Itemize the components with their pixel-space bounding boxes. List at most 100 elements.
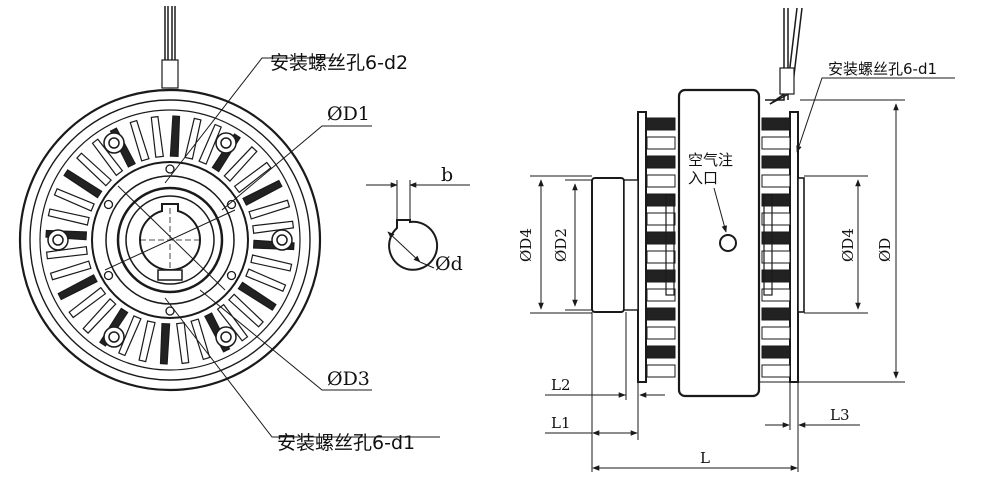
label-L1: L1 xyxy=(551,414,571,432)
hub-hole xyxy=(226,199,237,210)
label-air-inlet-1: 空气注 xyxy=(688,151,733,169)
side-fin xyxy=(761,364,791,378)
side-fin xyxy=(646,155,676,169)
side-fin xyxy=(761,231,791,245)
fin xyxy=(47,208,90,226)
side-fin xyxy=(761,136,791,150)
side-fin xyxy=(646,326,676,340)
outer-rim-inner xyxy=(29,99,311,381)
label-right-hole: 安装螺丝孔6-d1 xyxy=(828,60,937,78)
side-fin xyxy=(761,117,791,131)
right-flange xyxy=(789,111,799,383)
fin xyxy=(76,152,112,187)
fin xyxy=(68,286,107,319)
side-fin xyxy=(646,231,676,245)
vertical-dimensions xyxy=(530,99,905,383)
fin xyxy=(57,274,98,301)
side-view xyxy=(591,7,805,398)
fin xyxy=(49,260,92,281)
hub-ring-4 xyxy=(125,195,215,285)
label-phi-D1: ØD1 xyxy=(327,103,370,125)
side-fin xyxy=(761,326,791,340)
hub-ring-3 xyxy=(116,186,224,294)
fin xyxy=(129,119,150,162)
fin xyxy=(63,169,103,199)
hub-mounting-holes xyxy=(103,164,237,316)
side-fin xyxy=(761,345,791,359)
hub-hole xyxy=(103,270,114,281)
side-fin xyxy=(646,345,676,359)
air-inlet-port xyxy=(719,234,737,252)
outer-hole xyxy=(276,234,288,246)
side-fin xyxy=(646,117,676,131)
side-fin xyxy=(761,155,791,169)
side-fin xyxy=(761,250,791,264)
lead-wires-front xyxy=(161,6,179,89)
side-fin xyxy=(761,307,791,321)
side-fin xyxy=(646,250,676,264)
fin xyxy=(169,115,181,158)
fin xyxy=(184,117,202,160)
side-fin xyxy=(761,288,791,302)
fin xyxy=(190,318,211,361)
shaft-section-detail xyxy=(366,180,470,271)
fin xyxy=(138,320,156,363)
fin xyxy=(237,281,277,311)
horizontal-dimensions xyxy=(545,312,860,472)
hub-notch xyxy=(157,269,183,281)
fin xyxy=(198,123,222,165)
phi-D3-diameter-line xyxy=(104,209,236,271)
label-L2: L2 xyxy=(551,376,571,394)
fin xyxy=(176,322,190,365)
side-fin xyxy=(761,174,791,188)
fin xyxy=(159,322,171,365)
fin xyxy=(233,161,272,194)
left-flange xyxy=(637,111,647,383)
side-fin xyxy=(646,193,676,207)
fin xyxy=(53,188,95,212)
label-phi-D2: ØD2 xyxy=(552,228,570,262)
side-fins-left xyxy=(646,117,676,378)
outer-mounting-holes xyxy=(47,132,293,348)
fin-ring-outer xyxy=(39,109,301,371)
right-hub xyxy=(797,177,805,313)
label-b: b xyxy=(441,164,453,186)
label-L3: L3 xyxy=(830,406,850,424)
outer-rim xyxy=(18,88,322,392)
fin xyxy=(45,246,88,260)
side-fin xyxy=(646,136,676,150)
outer-hole xyxy=(52,234,64,246)
side-fin xyxy=(761,212,791,226)
phi-D1-diameter-line xyxy=(117,185,226,291)
label-air-inlet-2: 入口 xyxy=(688,169,718,187)
front-leaders xyxy=(164,57,440,438)
outer-hole xyxy=(108,137,120,149)
label-phi-D: ØD xyxy=(876,238,894,262)
fin xyxy=(82,298,117,334)
fin xyxy=(248,199,291,220)
label-L: L xyxy=(700,449,710,467)
fin xyxy=(91,138,124,177)
hub-hole xyxy=(103,199,114,210)
hub-hole xyxy=(226,270,237,281)
fin xyxy=(223,146,258,182)
label-phi-D3: ØD3 xyxy=(327,368,370,390)
outer-hole xyxy=(220,331,232,343)
right-hole-leader xyxy=(796,77,955,153)
side-fin xyxy=(646,364,676,378)
side-fin xyxy=(646,269,676,283)
fin xyxy=(216,303,249,342)
left-hub xyxy=(591,177,625,313)
side-fin xyxy=(646,288,676,302)
label-phi-D4-left: ØD4 xyxy=(517,228,535,262)
outer-hole xyxy=(220,137,232,149)
label-left-hole-top: 安装螺丝孔6-d2 xyxy=(270,52,408,74)
outer-hole xyxy=(108,331,120,343)
fin xyxy=(228,293,264,328)
label-phi-d: Ød xyxy=(435,253,463,275)
air-inlet-leader xyxy=(713,187,728,233)
hub-hole xyxy=(165,164,175,174)
fin xyxy=(245,268,287,292)
fin xyxy=(250,254,293,272)
